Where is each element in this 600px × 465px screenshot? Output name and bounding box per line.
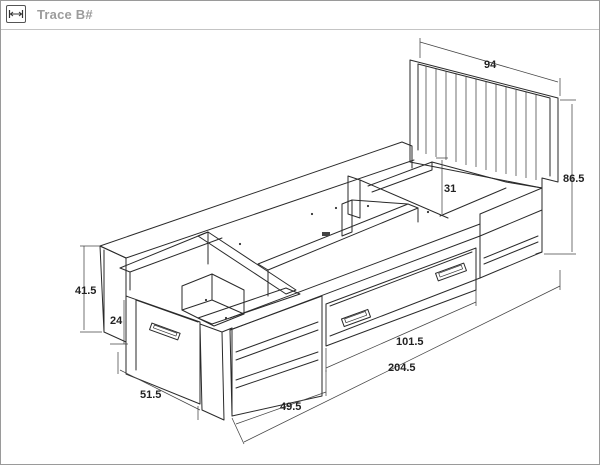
dimension-labels: 94 86.5 31 41.5 24 51.5 101.5 204.5 49.5 — [75, 59, 584, 413]
dim-side-height: 41.5 — [75, 285, 96, 297]
side-drawer — [125, 295, 201, 405]
open-shelves — [229, 209, 543, 417]
dim-drawer-height: 24 — [110, 315, 123, 327]
headboard — [409, 59, 559, 189]
dim-compartment-height: 31 — [444, 183, 456, 195]
page-title: Trace B# — [37, 7, 93, 22]
long-drawer — [325, 247, 477, 347]
header-bar: Trace B# — [1, 1, 599, 30]
bed-frame — [99, 141, 543, 343]
dimension-lines — [80, 38, 576, 445]
dim-overall-height: 86.5 — [563, 173, 584, 185]
storage-compartments — [119, 161, 507, 421]
dim-total-length: 204.5 — [388, 362, 416, 374]
dim-shelf-length: 49.5 — [280, 401, 301, 413]
horizontal-width-arrows-icon[interactable] — [6, 5, 26, 23]
dim-drawer-depth: 51.5 — [140, 389, 161, 401]
dim-long-drawer-length: 101.5 — [396, 336, 424, 348]
dim-headboard-width: 94 — [484, 59, 497, 71]
